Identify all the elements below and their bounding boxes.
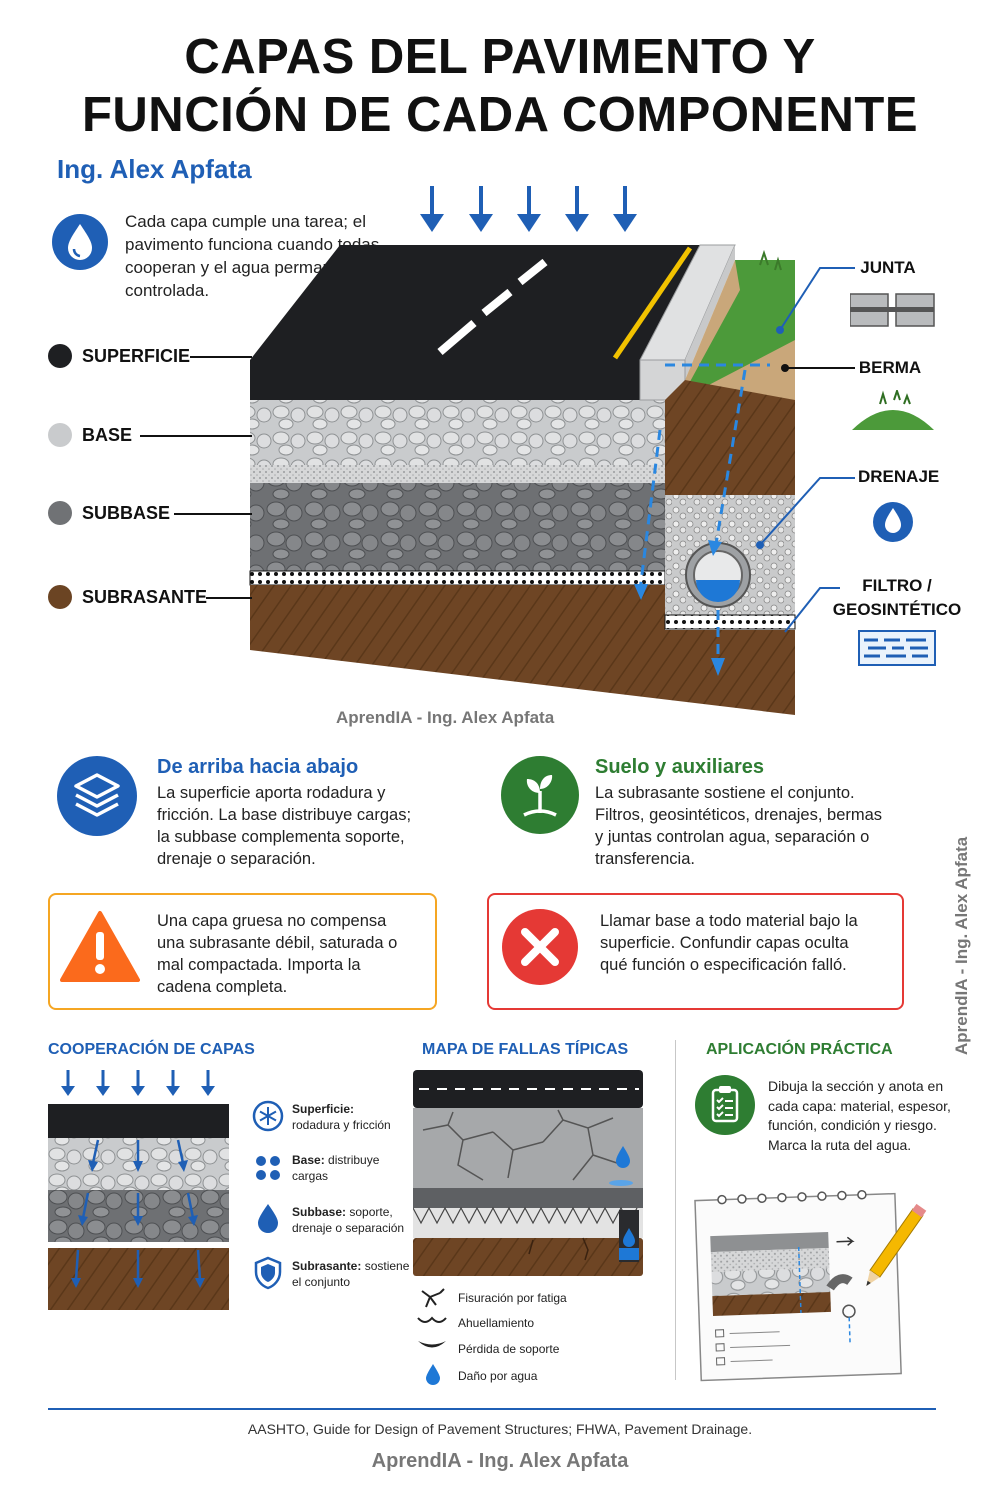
dots-icon [256,1156,280,1180]
practice-title: APLICACIÓN PRÁCTICA [706,1041,893,1058]
label-subbase: SUBBASE [82,503,171,523]
top-down-title: De arriba hacia abajo [157,756,359,778]
sprout-icon [501,756,579,834]
practice-text: Dibuja la sección y anota en cada capa: … [768,1078,951,1153]
leader-subrasante [206,597,252,599]
section-divider [675,1040,676,1380]
label-filtro: FILTRO / GEOSINTÉTICO [832,576,962,620]
coop-item-base: Base: distribuye cargas [292,1152,417,1184]
failure-map-diagram [413,1070,643,1276]
label-junta: JUNTA [860,258,916,277]
rutting-icon [417,1316,447,1323]
label-filtro-line1: FILTRO / [862,576,932,595]
drop-icon [258,1204,278,1233]
notebook-sketch [694,1190,927,1382]
coop-item-superficie: Superficie: rodadura y fricción [292,1101,417,1133]
superficie-dot [48,344,72,368]
geosynthetic-icon [858,630,936,666]
cooperation-title: COOPERACIÓN DE CAPAS [48,1041,255,1058]
pavement-cross-section [249,186,796,715]
label-filtro-line2: GEOSINTÉTICO [832,600,962,619]
warning-icon [60,911,140,982]
soil-title: Suelo y auxiliares [595,756,764,778]
label-superficie: SUPERFICIE [82,346,191,366]
coop-item-subrasante: Subrasante: sostiene el conjunto [292,1258,417,1290]
cooperation-diagram [48,1070,229,1310]
label-subrasante: SUBRASANTE [82,587,208,607]
coop-item-superficie-name: Superficie: [292,1102,355,1116]
snowflake-icon [252,1100,284,1132]
label-drenaje: DRENAJE [858,467,940,486]
watermark-footer: AprendIA - Ing. Alex Apfata [371,1450,629,1472]
author-name: Ing. Alex Apfata [57,154,252,184]
subbase-dot [48,501,72,525]
berm-icon [852,390,934,430]
subrasante-dot [48,585,72,609]
label-berma: BERMA [858,358,922,377]
coop-item-subbase: Subbase: soporte, drenaje o separación [292,1204,417,1236]
page-title: CAPAS DEL PAVIMENTO Y FUNCIÓN DE CADA CO… [0,28,1000,144]
failure-item-fatiga: Fisuración por fatiga [458,1291,567,1305]
coop-item-subbase-desc: soporte, drenaje o separación [292,1205,405,1235]
load-arrows [420,186,637,232]
clipboard-icon [695,1075,755,1135]
support-loss-icon [418,1341,446,1348]
coop-item-base-name: Base: [292,1153,325,1167]
intro-text: Cada capa cumple una tarea; el pavimento… [125,212,380,300]
water-damage-icon [426,1364,440,1385]
drainage-drop-icon [873,502,913,542]
water-drop-icon [52,214,108,270]
failures-title: MAPA DE FALLAS TÍPICAS [422,1041,629,1058]
top-down-text: La superficie aporta rodadura y fricción… [157,784,412,868]
watermark-vertical: AprendIA - Ing. Alex Apfata [952,836,971,1055]
coop-item-subrasante-desc: sostiene el conjunto [292,1259,410,1289]
label-base: BASE [82,425,133,445]
joint-icon [850,293,935,327]
leader-base [140,435,252,437]
error-text: Llamar base a todo material bajo la supe… [600,912,858,974]
title-line-1: CAPAS DEL PAVIMENTO Y [184,30,816,84]
shield-icon [254,1256,282,1290]
footer-rule [48,1408,936,1410]
coop-item-base-desc: distribuye cargas [292,1153,380,1183]
coop-item-subrasante-name: Subrasante: [292,1259,362,1273]
error-box [487,893,904,1010]
failure-item-agua: Daño por agua [458,1369,538,1383]
base-dot [48,423,72,447]
watermark-center: AprendIA - Ing. Alex Apfata [336,708,555,727]
layers-icon [57,756,137,836]
failure-item-ahuellamiento: Ahuellamiento [458,1316,535,1330]
soil-text: La subrasante sostiene el conjunto. Filt… [595,784,883,868]
coop-item-subbase-name: Subbase: [292,1205,347,1219]
warning-text: Una capa gruesa no compensa una subrasan… [157,912,398,996]
coop-item-superficie-desc: rodadura y fricción [292,1118,391,1132]
leader-superficie [190,356,252,358]
error-x-icon [502,909,578,985]
reference-text: AASHTO, Guide for Design of Pavement Str… [247,1421,753,1437]
fatigue-crack-icon [421,1288,445,1308]
title-line-2: FUNCIÓN DE CADA COMPONENTE [81,88,919,142]
auxiliary-leaders [756,267,855,633]
leader-subbase [174,513,252,515]
failure-item-soporte: Pérdida de soporte [458,1342,560,1356]
